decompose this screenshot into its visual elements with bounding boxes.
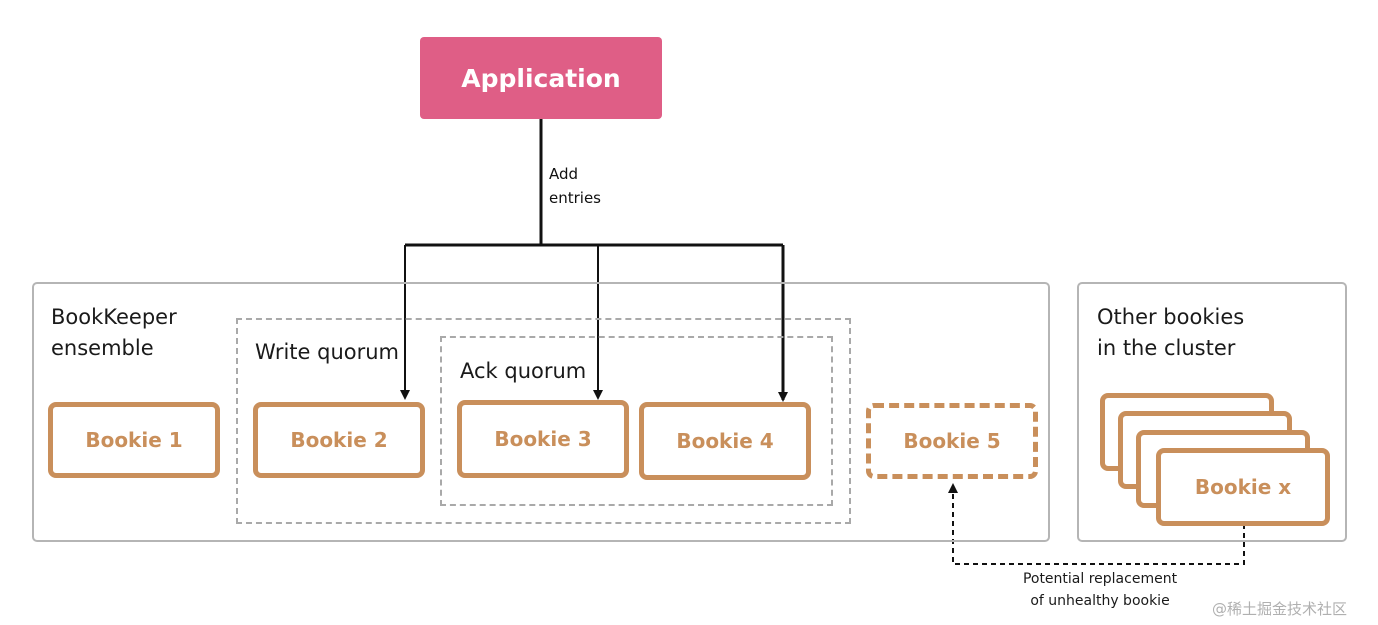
bookie-2: Bookie 2: [253, 402, 425, 478]
bookie-4-label: Bookie 4: [676, 429, 774, 453]
bookie-x-label: Bookie x: [1194, 475, 1292, 499]
ack-quorum-label: Ack quorum: [460, 359, 587, 383]
bookie-3: Bookie 3: [457, 400, 629, 478]
bookkeeper-ensemble-label: BookKeeper ensemble: [51, 302, 177, 364]
write-quorum-label: Write quorum: [255, 340, 400, 364]
watermark: @稀土掘金技术社区: [1212, 600, 1348, 618]
other-bookies-label-line-2: in the cluster: [1097, 336, 1236, 360]
bookie-4: Bookie 4: [639, 402, 811, 480]
other-bookies-group: [1077, 282, 1347, 542]
bookie-5-label: Bookie 5: [903, 429, 1001, 453]
add-entries-line-1: Add: [549, 165, 579, 183]
ensemble-label-line-2: ensemble: [51, 336, 154, 360]
ensemble-label-line-1: BookKeeper: [51, 305, 177, 329]
application-box: Application: [420, 37, 662, 119]
bookie-1-label: Bookie 1: [85, 428, 183, 452]
bookie-1: Bookie 1: [48, 402, 220, 478]
add-entries-label: Add entries: [549, 162, 601, 210]
bookie-x: Bookie x: [1156, 448, 1330, 526]
ack-quorum-group: [440, 336, 833, 506]
write-quorum-group: [236, 318, 851, 524]
replacement-dashed-arrow: [948, 483, 1245, 565]
application-label: Application: [461, 63, 621, 93]
add-entries-line-2: entries: [549, 189, 601, 207]
bookie-2-label: Bookie 2: [290, 428, 388, 452]
replacement-note-line-1: Potential replacement: [1022, 571, 1178, 587]
replacement-note-line-2: of unhealthy bookie: [1030, 593, 1170, 609]
bookie-5: Bookie 5: [866, 403, 1038, 479]
other-bookies-label: Other bookies in the cluster: [1097, 302, 1244, 364]
bookie-3-label: Bookie 3: [494, 427, 592, 451]
replacement-note: Potential replacement of unhealthy booki…: [1000, 568, 1200, 612]
other-bookies-label-line-1: Other bookies: [1097, 305, 1245, 329]
bookkeeper-ensemble-group: [32, 282, 1050, 542]
